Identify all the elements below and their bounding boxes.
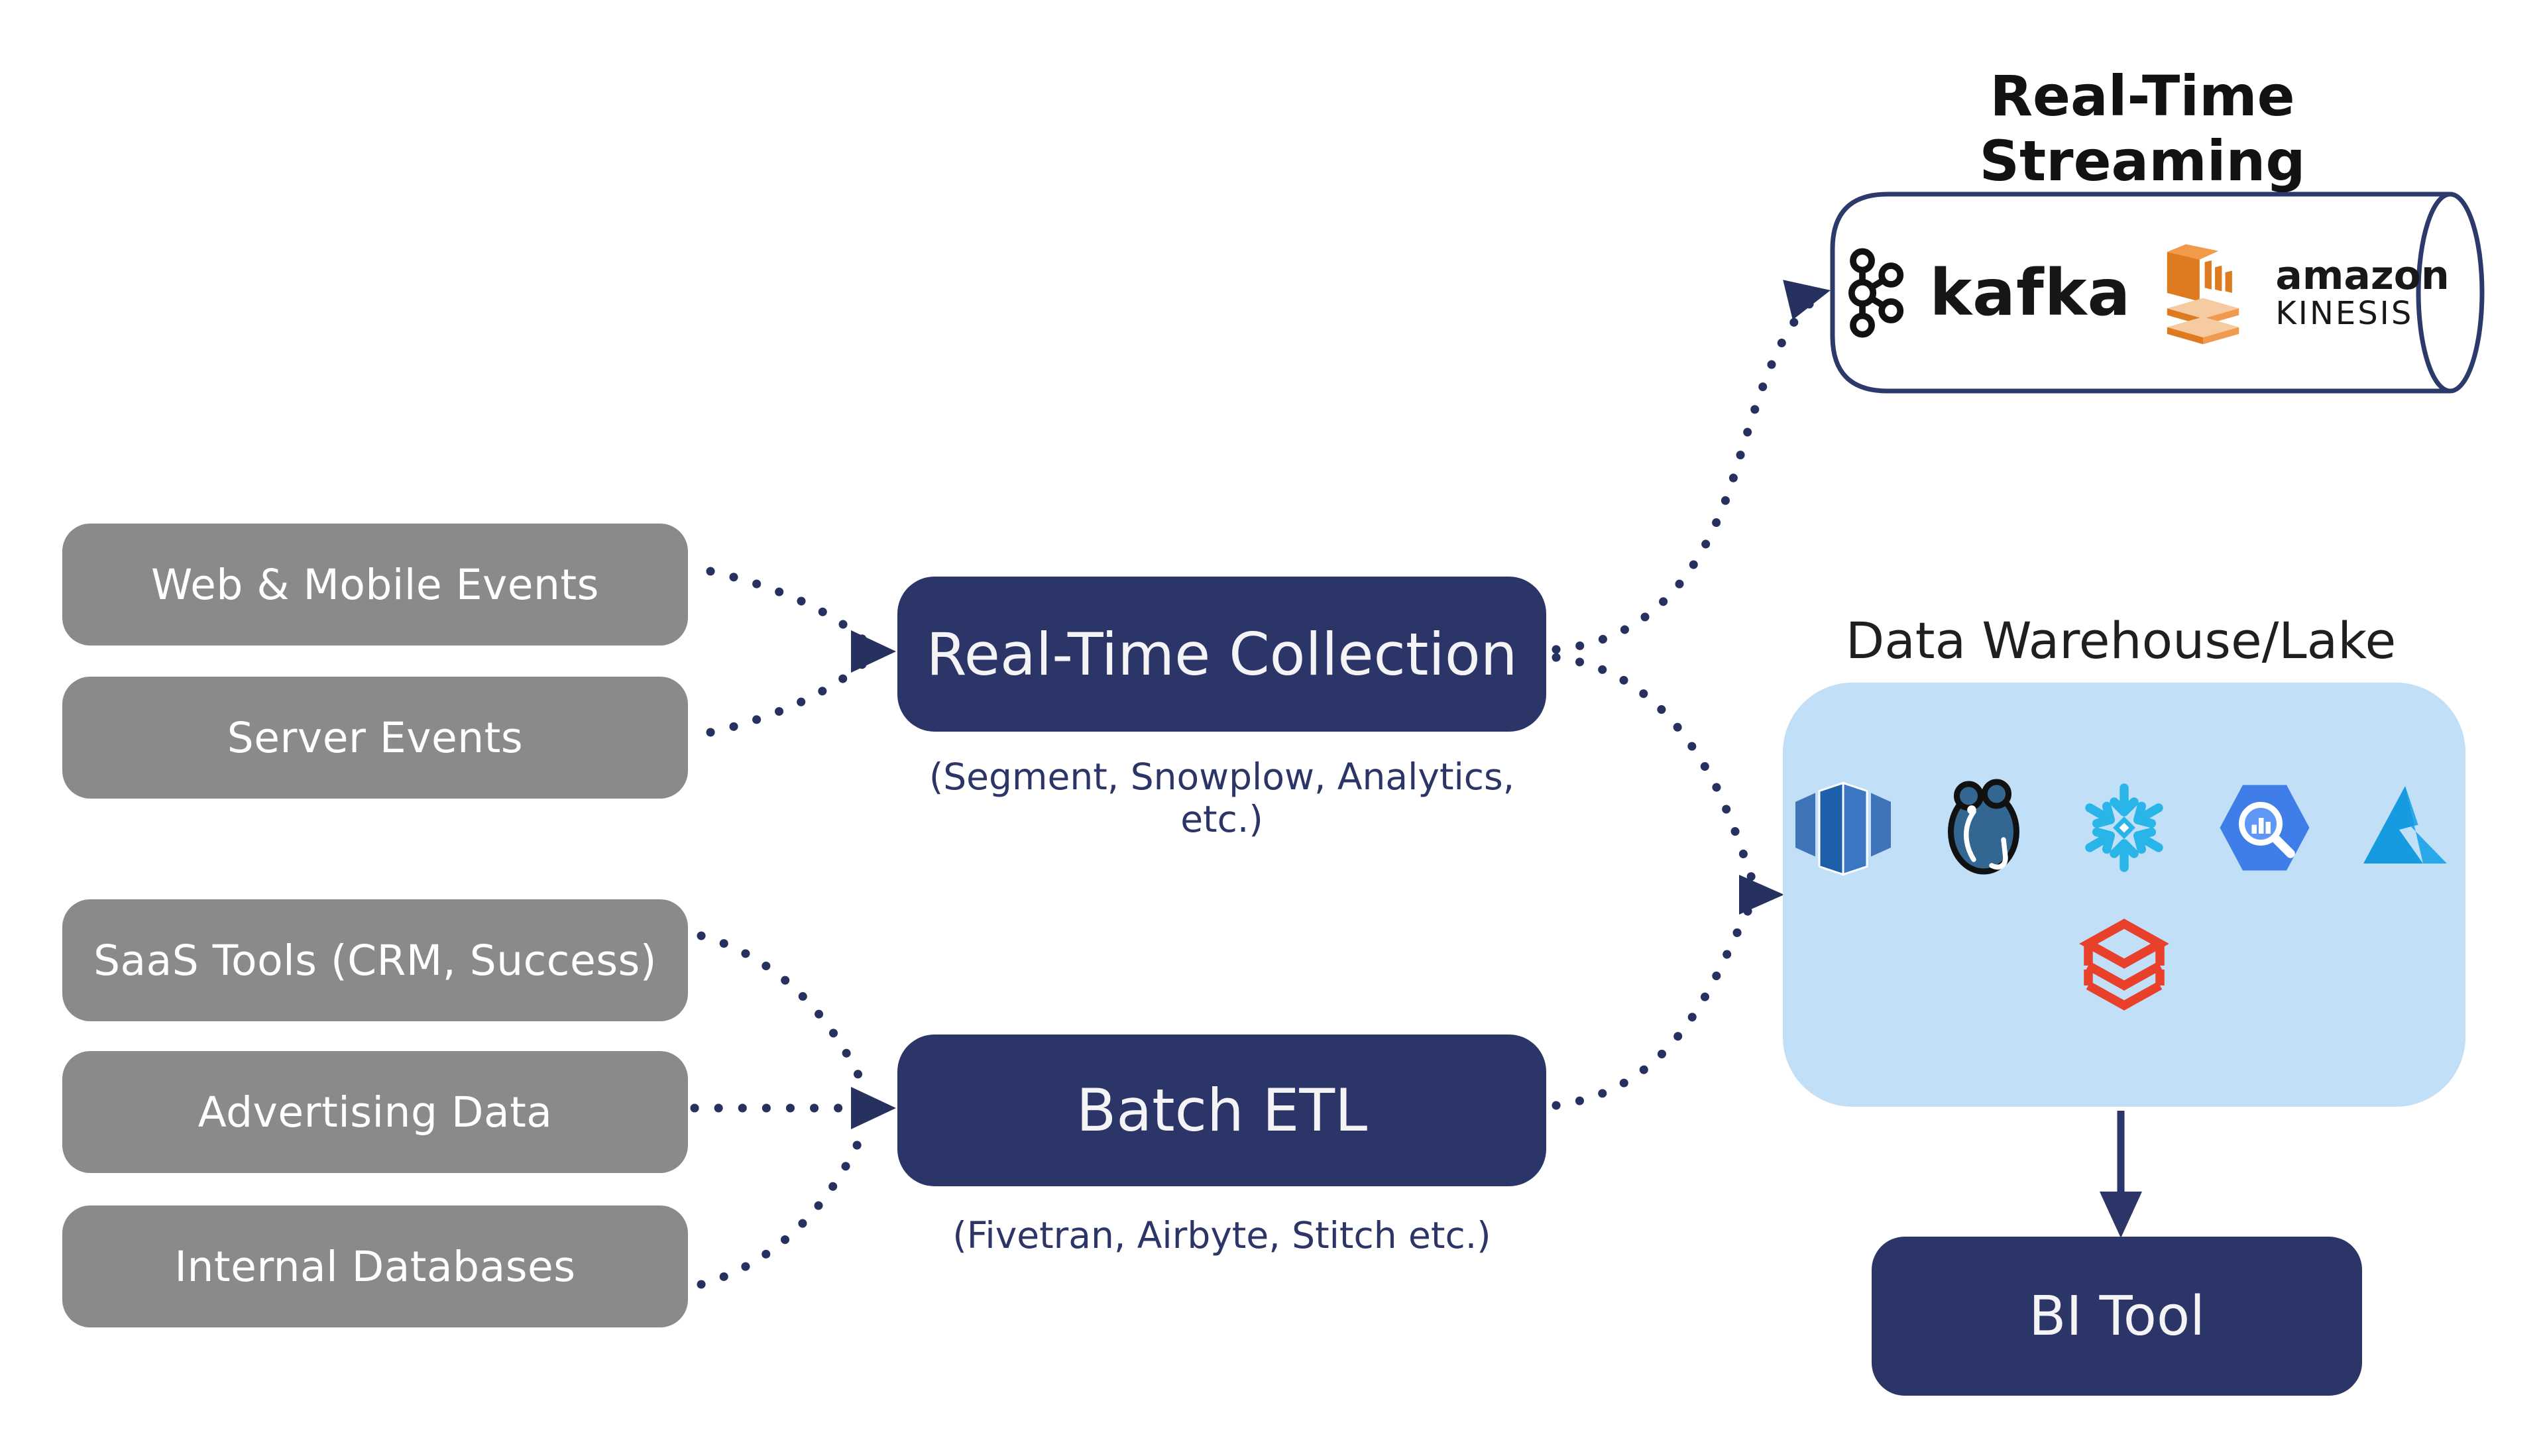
connector-server-to-realtime — [706, 655, 873, 737]
google-bigquery-icon — [2220, 785, 2310, 871]
arrowhead-into-warehouse — [1739, 875, 1784, 915]
streaming-cylinder-content: kafka amazon KINESIS — [1833, 194, 2452, 391]
connector-realtime-to-streaming — [1552, 295, 1819, 654]
batch-etl-box: Batch ETL — [897, 1035, 1546, 1186]
real-time-streaming-title: Real-Time Streaming — [1979, 64, 2306, 194]
amazon-kinesis-wordmark: amazon KINESIS — [2275, 252, 2450, 332]
amazon-label: amazon — [2275, 252, 2450, 299]
postgresql-icon — [1948, 779, 2019, 875]
source-internal-databases: Internal Databases — [62, 1205, 688, 1327]
databricks-icon — [2079, 919, 2169, 1011]
real-time-collection-box: Real-Time Collection — [897, 577, 1546, 732]
connector-realtime-to-warehouse — [1552, 653, 1761, 895]
batch-etl-subtitle: (Fivetran, Airbyte, Stitch etc.) — [952, 1214, 1491, 1257]
amazon-redshift-icon — [1795, 781, 1891, 876]
arrowhead-into-realtime — [851, 630, 896, 673]
snowflake-icon — [2074, 783, 2174, 877]
arrowhead-into-batch — [851, 1087, 896, 1129]
source-server-events: Server Events — [62, 677, 688, 799]
real-time-collection-subtitle: (Segment, Snowplow, Analytics, etc.) — [929, 756, 1515, 840]
source-saas-tools: SaaS Tools (CRM, Success) — [62, 899, 688, 1021]
batch-etl-label: Batch ETL — [1076, 1076, 1368, 1145]
source-advertising-data: Advertising Data — [62, 1051, 688, 1173]
amazon-kinesis-icon — [2167, 243, 2239, 344]
source-label: Internal Databases — [174, 1242, 576, 1291]
kafka-icon — [1848, 248, 1904, 337]
bi-tool-box: BI Tool — [1872, 1237, 2362, 1396]
streaming-cylinder — [1830, 192, 2485, 394]
kinesis-label: KINESIS — [2275, 294, 2414, 332]
source-label: Server Events — [227, 713, 524, 762]
source-label: SaaS Tools (CRM, Success) — [93, 936, 657, 985]
connector-saas-to-batch — [697, 931, 870, 1095]
source-label: Web & Mobile Events — [150, 560, 599, 609]
source-label: Advertising Data — [198, 1088, 553, 1137]
connector-web-mobile-to-realtime — [706, 567, 873, 649]
data-warehouse-title: Data Warehouse/Lake — [1845, 611, 2397, 670]
microsoft-azure-icon — [2363, 786, 2447, 864]
arrow-warehouse-to-bi — [2100, 1111, 2142, 1238]
arrowhead-into-streaming — [1783, 280, 1831, 320]
bi-tool-label: BI Tool — [2029, 1284, 2205, 1348]
source-web-mobile-events: Web & Mobile Events — [62, 524, 688, 645]
kafka-wordmark: kafka — [1929, 255, 2131, 330]
real-time-collection-label: Real-Time Collection — [926, 620, 1518, 689]
connector-internal-to-batch — [697, 1122, 870, 1289]
connector-batch-to-warehouse — [1552, 891, 1762, 1110]
data-warehouse-box — [1783, 683, 2465, 1107]
